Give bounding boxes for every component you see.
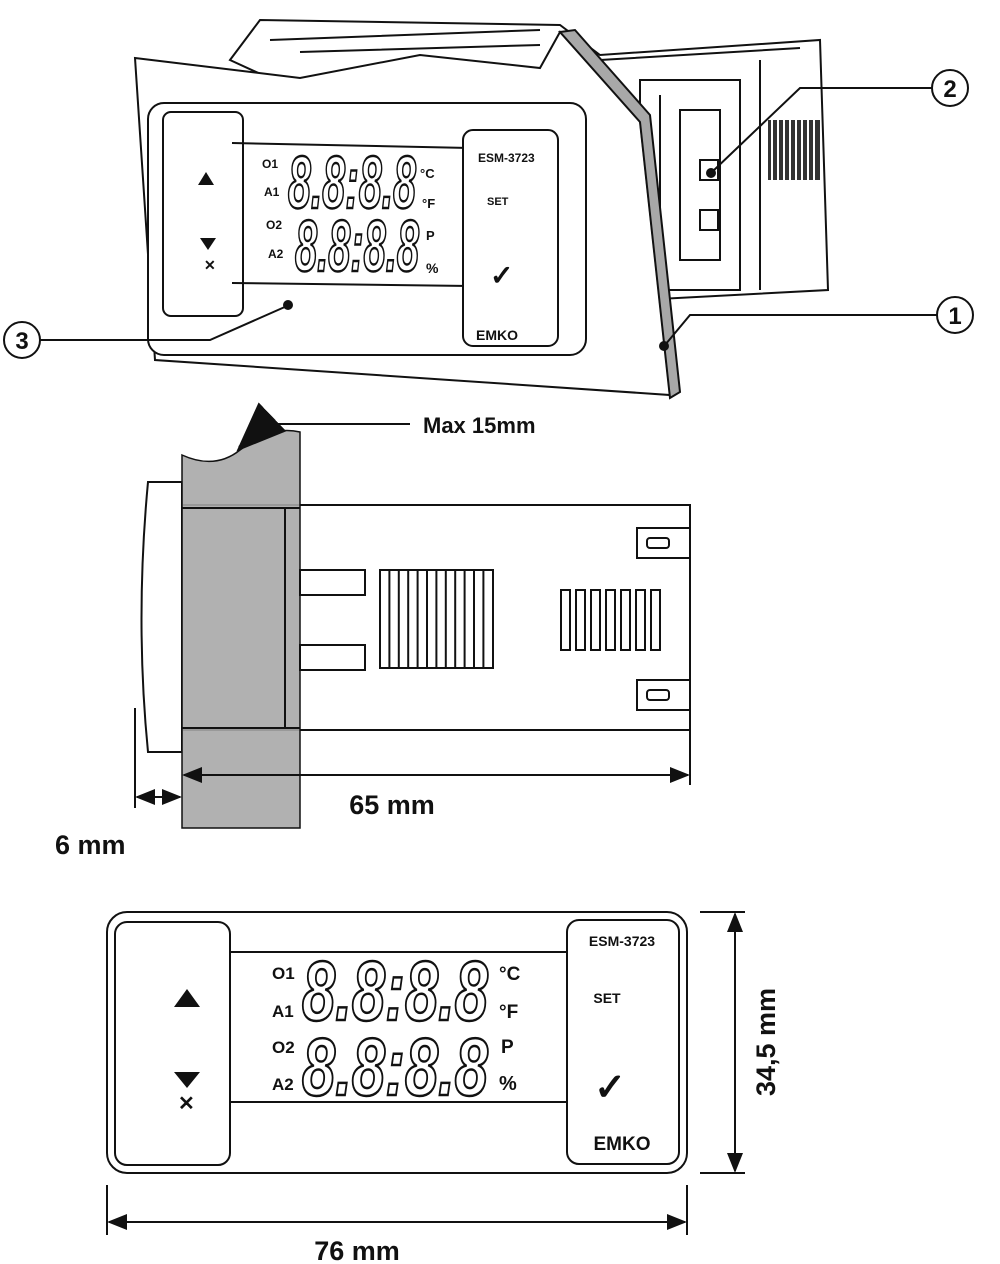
- vent-slot: [635, 589, 646, 651]
- front-model-label: ESM-3723: [589, 933, 655, 949]
- mute-icon: ✕: [178, 1093, 195, 1115]
- down-key[interactable]: [174, 1072, 200, 1088]
- display-row-2: 8.8:8.8: [295, 207, 419, 287]
- seven-segment-display-perspective: 8.8:8.8 8.8:8.8: [287, 140, 421, 289]
- callout-number: 2: [943, 76, 956, 103]
- vent-slots: [560, 589, 661, 651]
- keypad-left: [162, 111, 244, 317]
- rear-vents: [768, 120, 820, 180]
- front-right-panel: [566, 919, 680, 1165]
- down-arrow-icon: [200, 238, 216, 250]
- unit-p: P: [426, 228, 435, 243]
- vent-slot: [590, 589, 601, 651]
- height-dimension: 34,5 mm: [751, 988, 781, 1096]
- front-view: ✕ O1 A1 O2 A2 8.8:8.8 8.8:8.8 °C °F P % …: [106, 911, 781, 1264]
- front-display-row-1: 8.8:8.8: [302, 944, 488, 1038]
- front-label-a1: A1: [272, 1002, 294, 1021]
- label-o1: O1: [262, 157, 278, 171]
- label-a2: A2: [268, 247, 284, 261]
- up-key[interactable]: [174, 989, 200, 1007]
- front-keypad: [114, 921, 231, 1166]
- front-enter-key[interactable]: ✓: [594, 1067, 626, 1109]
- panel-edge: [558, 28, 682, 400]
- front-label-o1: O1: [272, 964, 295, 983]
- front-unit-percent: %: [499, 1073, 517, 1095]
- front-brand-logo: EMKO: [594, 1134, 651, 1155]
- vent-slot: [560, 589, 571, 651]
- mute-icon: ✕: [204, 257, 216, 273]
- unit-f: °F: [422, 196, 435, 211]
- set-key[interactable]: SET: [487, 196, 509, 208]
- label-a1: A1: [264, 185, 280, 199]
- callout-number: 1: [948, 303, 961, 330]
- callout-3: 3: [3, 300, 293, 359]
- front-label-o2: O2: [272, 1038, 295, 1057]
- callout-2: 2: [706, 69, 969, 178]
- panel-section: [181, 429, 301, 829]
- front-display-row-2: 8.8:8.8: [302, 1022, 488, 1113]
- callout-1: 1: [659, 296, 974, 351]
- front-bezel: [106, 911, 688, 1174]
- perspective-view: ✕ O1 A1 O2 A2 8.8:8.8 8.8:8.8 °C °F P % …: [3, 18, 974, 400]
- vent-slot: [620, 589, 631, 651]
- brand-logo: EMKO: [476, 327, 518, 343]
- cooling-fins: [379, 569, 494, 669]
- enter-key[interactable]: ✓: [490, 260, 513, 291]
- vent-slot: [575, 589, 586, 651]
- right-panel: [462, 129, 559, 347]
- unit-c: °C: [420, 166, 435, 181]
- side-view: Max 15mm 65 mm 6 mm: [55, 402, 691, 860]
- front-label-a2: A2: [272, 1075, 294, 1094]
- bezel-dimension: 6 mm: [55, 830, 126, 860]
- front-unit-p: P: [501, 1037, 514, 1058]
- unit-percent: %: [426, 260, 439, 276]
- front-set-key[interactable]: SET: [593, 990, 621, 1006]
- vent-slot: [650, 589, 661, 651]
- front-unit-f: °F: [499, 1002, 518, 1023]
- callout-number: 3: [15, 328, 28, 355]
- vent-slot: [605, 589, 616, 651]
- label-o2: O2: [266, 218, 282, 232]
- model-label: ESM-3723: [478, 151, 535, 165]
- panel-thickness-label: Max 15mm: [423, 413, 536, 438]
- width-dimension: 76 mm: [314, 1236, 400, 1264]
- depth-dimension: 65 mm: [349, 790, 435, 820]
- bezel-side: [140, 481, 183, 753]
- seven-segment-display-front: 8.8:8.8 8.8:8.8: [301, 943, 490, 1115]
- front-unit-c: °C: [499, 964, 521, 985]
- up-arrow-icon: [198, 172, 214, 185]
- display-row-1: 8.8:8.8: [288, 141, 416, 224]
